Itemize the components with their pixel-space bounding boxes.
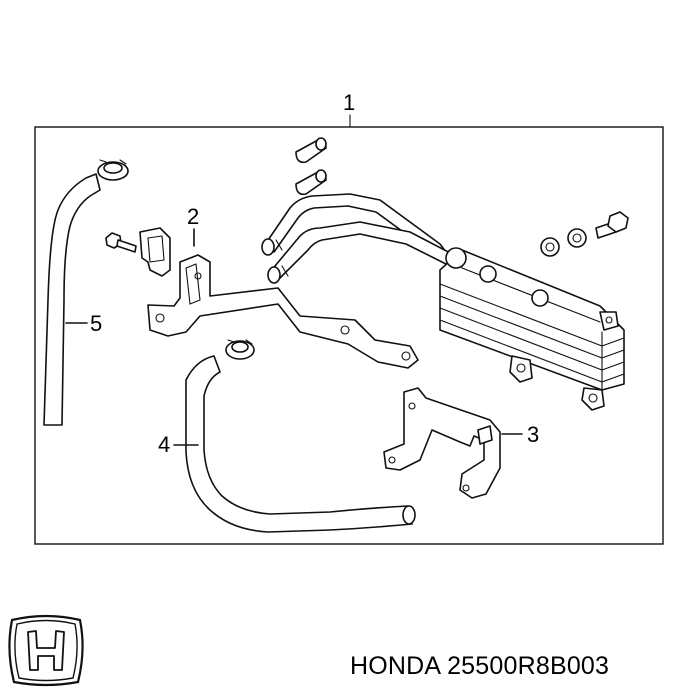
honda-h-logo-icon (8, 614, 84, 687)
callout-4-label: 4 (158, 432, 170, 457)
brand-name: HONDA (350, 652, 440, 680)
callout-3-label: 3 (527, 422, 539, 447)
part-1-oil-cooler (261, 137, 629, 411)
part-number: 25500R8B003 (447, 652, 610, 680)
part-4-hose (185, 339, 416, 533)
part-2-bracket (105, 227, 419, 369)
part-identifier: HONDA 25500R8B003 (350, 652, 609, 681)
diagram-frame (34, 126, 664, 545)
callout-2-label: 2 (187, 204, 199, 229)
part-5-hose (43, 159, 129, 426)
callout-1-label: 1 (343, 90, 355, 115)
part-3-bracket (383, 387, 501, 499)
callout-5-label: 5 (90, 311, 102, 336)
